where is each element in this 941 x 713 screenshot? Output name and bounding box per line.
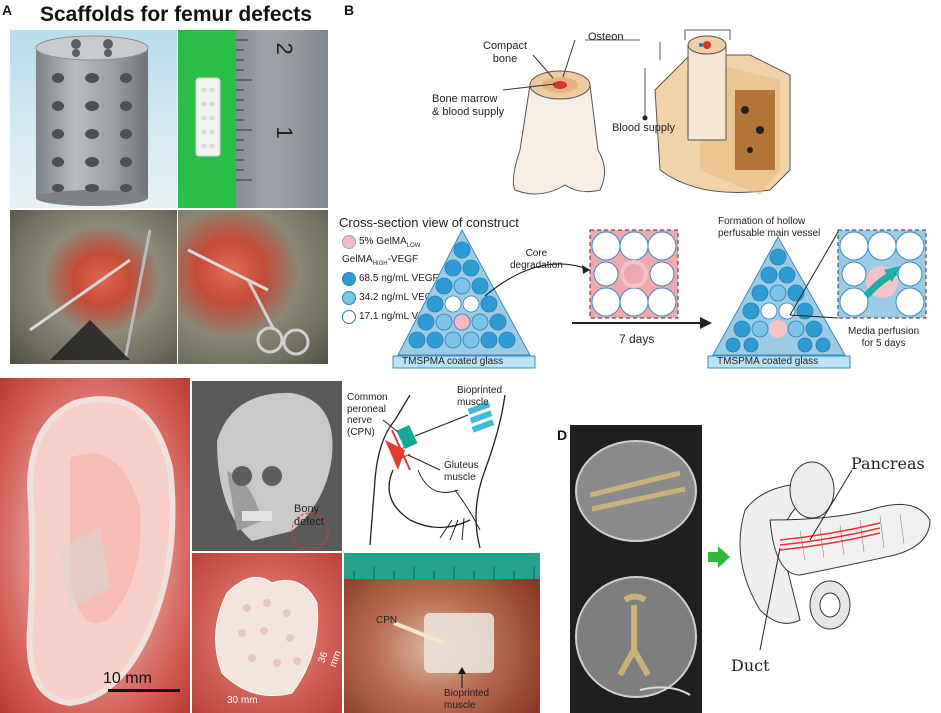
- label-tmspma-left: TMSPMA coated glass: [402, 356, 504, 367]
- surgery-instruments-1: [29, 229, 152, 361]
- muscle-surgery-details: [344, 553, 540, 688]
- legend-swatch-gelma-low: [342, 235, 356, 249]
- label-compact-bone: Compact bone: [483, 40, 528, 65]
- skull-ct-render: Bony defect: [192, 381, 342, 551]
- ear-shape: [26, 396, 176, 707]
- label-gluteus: Gluteus muscle: [444, 460, 479, 483]
- muscle-surgery-photo: CPN Bioprinted muscle: [344, 553, 540, 713]
- legend-label-34: 34.2 ng/mL VEGF: [359, 292, 439, 303]
- petri-dish-photos: [570, 425, 702, 713]
- label-dim-30: 30 mm: [227, 695, 258, 706]
- panel-letter-d: D: [557, 427, 568, 443]
- legend-gelma-low: 5% GelMALOW: [359, 236, 421, 249]
- bony-construct-photo: 30 mm 36 mm: [192, 553, 342, 713]
- label-bioprinted-muscle-photo: Bioprinted muscle: [444, 688, 490, 711]
- label-blood-supply: Blood supply: [612, 122, 675, 134]
- label-bony-defect: Bony defect: [294, 503, 324, 528]
- scaffold-ruler-drawing: [195, 30, 328, 208]
- label-core-degradation: Core degradation: [510, 248, 563, 271]
- label-osteon: Osteon: [588, 31, 624, 43]
- printed-scaffold-photo: 2 1: [178, 30, 328, 208]
- cross-section-title: Cross-section view of construct: [339, 215, 519, 230]
- legend-gelma-high: GelMAHIGH-VEGF: [342, 254, 419, 267]
- surgery-instruments-2: [187, 248, 310, 356]
- cad-scaffold-image: [10, 30, 177, 208]
- scale-bar: [108, 689, 180, 692]
- panel-a-title: Scaffolds for femur defects: [40, 3, 312, 26]
- bony-construct-shape: [215, 576, 319, 696]
- label-bone-marrow: Bone marrow & blood supply: [432, 93, 505, 118]
- scale-bar-label: 10 mm: [103, 670, 152, 687]
- label-media-perfusion: Media perfusion for 5 days: [848, 326, 920, 349]
- ear-construct-photo: 10 mm: [0, 378, 190, 713]
- label-cpn-photo: CPN: [376, 615, 398, 626]
- legend-swatch-68: [342, 272, 356, 286]
- legend-label-68: 68.5 ng/mL VEGF: [359, 273, 439, 284]
- label-duct: Duct: [731, 656, 770, 675]
- label-bioprinted-muscle-schematic: Bioprinted muscle: [457, 385, 503, 408]
- label-7-days: 7 days: [619, 332, 655, 346]
- legend-swatch-17: [342, 310, 356, 324]
- legend-swatch-34: [342, 291, 356, 305]
- label-pancreas: Pancreas: [851, 454, 925, 473]
- legend-label-17: 17.1 ng/mL VEGF: [359, 311, 439, 322]
- surgery-photo-1: [10, 210, 177, 364]
- label-tmspma-right: TMSPMA coated glass: [717, 356, 819, 367]
- panel-letter-a: A: [2, 2, 13, 18]
- surgery-photo-2: [178, 210, 328, 364]
- label-hollow-vessel: Formation of hollow perfusable main vess…: [718, 216, 821, 239]
- petri-dish-drawing: [575, 440, 697, 698]
- scaffold-cylinder-drawing: [35, 35, 149, 206]
- panel-letter-b: B: [344, 2, 355, 18]
- skull-drawing: [217, 392, 333, 550]
- label-common-peroneal: Common peroneal nerve (CPN): [347, 392, 388, 438]
